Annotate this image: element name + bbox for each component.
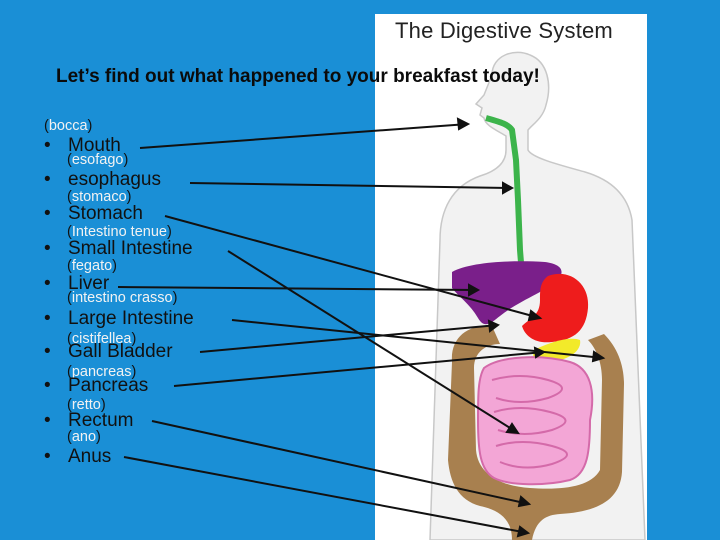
italian-label-stomach: (stomaco) (67, 189, 132, 205)
arrowhead-liver (468, 283, 481, 297)
arrow-liver (117, 286, 479, 291)
italian-label-rectum: (retto) (67, 397, 106, 413)
organ-label-pancreas: •Pancreas (44, 375, 149, 396)
italian-label-anus: (ano) (67, 429, 101, 445)
italian-label-pancreas: (pancreas) (67, 364, 137, 380)
diagram-title: The Digestive System (395, 18, 613, 43)
arrow-mouth (139, 123, 469, 149)
italian-label-mouth: (bocca) (44, 118, 93, 134)
arrow-gall-bladder (199, 324, 499, 353)
arrow-rectum (151, 420, 530, 505)
arrowhead-anus (516, 525, 531, 538)
organ-label-esophagus: •esophagus (44, 169, 161, 190)
italian-label-liver: (fegato) (67, 258, 118, 274)
italian-label-esophagus: (esofago) (67, 152, 129, 168)
arrowhead-gall-bladder (487, 319, 500, 333)
organ-label-mouth: •Mouth (44, 135, 121, 156)
arrowhead-stomach (527, 309, 543, 322)
italian-label-large-intestine: (intestino crasso) (67, 290, 178, 306)
arrow-pancreas (173, 351, 545, 387)
pointer-arrows (117, 117, 606, 538)
arrow-esophagus (189, 182, 513, 189)
liver-shape (452, 261, 562, 325)
arrowhead-mouth (456, 117, 471, 131)
stomach-shape (522, 273, 589, 343)
organ-label-gall-bladder: •Gall Bladder (44, 341, 173, 362)
organ-label-anus: •Anus (44, 446, 112, 467)
arrowhead-rectum (517, 495, 532, 508)
organ-label-large-intestine: •Large Intestine (44, 308, 194, 329)
slide-heading: Let’s find out what happened to your bre… (56, 66, 540, 87)
large-intestine-shape (448, 325, 624, 540)
arrowhead-esophagus (502, 181, 515, 195)
organ-label-small-intestine: •Small Intestine (44, 238, 193, 259)
arrow-small-intestine (227, 250, 519, 434)
organ-label-stomach: •Stomach (44, 203, 143, 224)
gall-bladder-shape (533, 338, 581, 363)
arrowhead-pancreas (533, 346, 547, 359)
organ-label-liver: •Liver (44, 273, 110, 294)
organ-label-rectum: •Rectum (44, 410, 134, 431)
arrowhead-large-intestine (591, 350, 606, 363)
arrow-stomach (164, 215, 541, 319)
esophagus-shape (485, 115, 525, 276)
arrowhead-small-intestine (505, 422, 520, 435)
italian-label-gall-bladder: (cistifellea) (67, 331, 137, 347)
small-intestine-shape (476, 356, 594, 486)
italian-label-small-intestine: (Intestino tenue) (67, 224, 172, 240)
arrow-anus (123, 456, 529, 534)
